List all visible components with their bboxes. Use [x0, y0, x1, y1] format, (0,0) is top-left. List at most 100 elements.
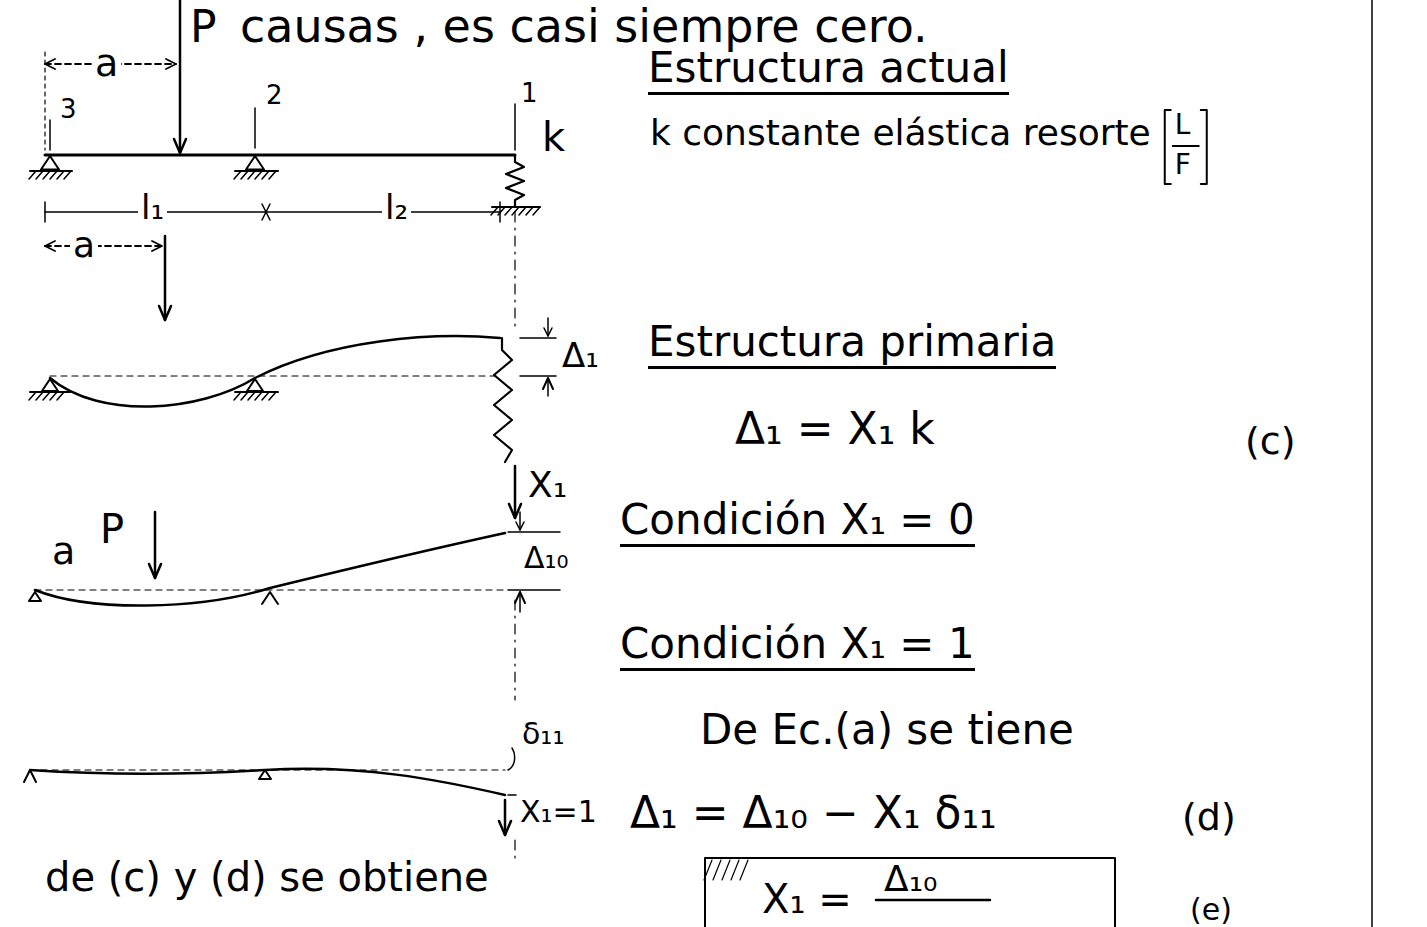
deflected-beam: [50, 336, 500, 406]
load-label: P: [100, 508, 124, 550]
reference-line: [514, 212, 515, 330]
result-hatch: [722, 860, 730, 880]
force-arrow-head: [509, 504, 521, 518]
pin-support: [259, 770, 271, 779]
dimension-tick: [262, 204, 270, 220]
force-arrow: [504, 800, 507, 835]
displacement-label: δ₁₁: [522, 718, 564, 750]
unit-bracket: [1165, 110, 1171, 184]
ground-hatch: [57, 392, 64, 400]
ground-hatch: [269, 171, 276, 179]
ground-hatch: [43, 392, 50, 400]
dimension-tick: [44, 52, 45, 150]
equation: Δ₁₀: [884, 860, 938, 898]
pin-support: [262, 592, 278, 604]
pin-support: [247, 379, 263, 391]
pin-support: [41, 156, 59, 170]
beam: [45, 154, 515, 157]
load-label: P: [190, 4, 217, 50]
dimension-a-head: [45, 241, 55, 251]
ground-hatch: [57, 171, 64, 179]
force-arrow: [514, 466, 517, 518]
note-text: k constante elástica resorte: [650, 114, 1151, 152]
dimension-a-head: [152, 241, 162, 251]
displacement-tick: [508, 531, 560, 533]
section-line: [254, 108, 256, 148]
equation: X₁ =: [762, 878, 852, 920]
spring: [494, 338, 512, 462]
displacement-label: Δ₁: [562, 338, 599, 374]
ground-hatch: [43, 171, 50, 179]
load-arrow: [164, 236, 167, 320]
section-number: 3: [60, 96, 77, 123]
ground-hatch: [498, 207, 505, 215]
dimension-a-head: [45, 59, 55, 69]
heading: Estructura primaria: [648, 320, 1056, 369]
displacement-mark: [508, 748, 515, 770]
ground-hatch: [505, 207, 512, 215]
margin-line: [1371, 0, 1373, 927]
load-arrow-head: [174, 139, 186, 153]
result-hatch: [704, 860, 712, 880]
unit-label: L: [1175, 110, 1191, 139]
displacement-tick: [508, 589, 560, 591]
equation-number: (d): [1182, 798, 1236, 838]
ground-hatch: [491, 207, 498, 215]
ground-hatch: [241, 392, 248, 400]
ground-hatch: [512, 207, 519, 215]
ground-hatch: [526, 207, 533, 215]
displacement-tick: [520, 375, 556, 377]
load-arrow-head: [149, 564, 161, 578]
ground-hatch: [36, 392, 43, 400]
load-arrow-head: [159, 306, 171, 320]
ground-hatch: [29, 171, 36, 179]
fraction-bar: [1173, 145, 1199, 147]
section-number: 1: [521, 80, 538, 107]
spring-label: k: [542, 116, 565, 158]
note-text: de (c) y (d) se obtiene: [45, 856, 489, 898]
displacement-arrow: [515, 592, 525, 603]
pin-support: [42, 379, 58, 391]
heading: Condición X₁ = 1: [620, 622, 975, 671]
section-line: [514, 104, 516, 150]
ground-hatch: [262, 171, 269, 179]
dimension-l: [45, 211, 500, 213]
sketch-group: [24, 0, 1372, 927]
reference-line: [50, 375, 500, 376]
ground-hatch: [248, 392, 255, 400]
result-hatch: [740, 860, 748, 880]
force-label: X₁: [528, 466, 567, 504]
ground-hatch: [241, 171, 248, 179]
ground-hatch: [519, 207, 526, 215]
ground-hatch: [255, 392, 262, 400]
displacement-tick: [520, 337, 556, 339]
ground-hatch: [50, 392, 57, 400]
displacement-arrow: [516, 522, 524, 530]
equation-number: (c): [1245, 422, 1296, 462]
dimension-tick: [262, 204, 270, 220]
spring: [506, 155, 524, 206]
displacement-tick: [508, 794, 516, 796]
dimension-label: a: [70, 226, 98, 264]
equation: Δ₁ = X₁ k: [735, 406, 935, 452]
reference-line: [35, 589, 505, 590]
pin-support: [24, 770, 36, 782]
reference-line: [514, 840, 515, 860]
dimension-tick: [499, 202, 501, 222]
dimension-tick: [44, 202, 46, 222]
fraction-bar: [876, 899, 990, 902]
result-hatch: [731, 860, 739, 880]
pin-support: [246, 156, 264, 170]
span-label: l₂: [382, 190, 411, 226]
note-text: De Ec.(a) se tiene: [700, 708, 1074, 752]
ground-hatch: [29, 392, 36, 400]
unit-bracket: [1201, 110, 1207, 184]
unit-label: F: [1175, 150, 1191, 179]
ground-hatch: [64, 171, 71, 179]
section-number: 2: [266, 82, 283, 109]
result-hatch: [713, 860, 721, 880]
reference-line: [514, 600, 515, 700]
result-box: [705, 858, 1115, 927]
deflected-beam: [30, 769, 505, 795]
ground-hatch: [36, 171, 43, 179]
